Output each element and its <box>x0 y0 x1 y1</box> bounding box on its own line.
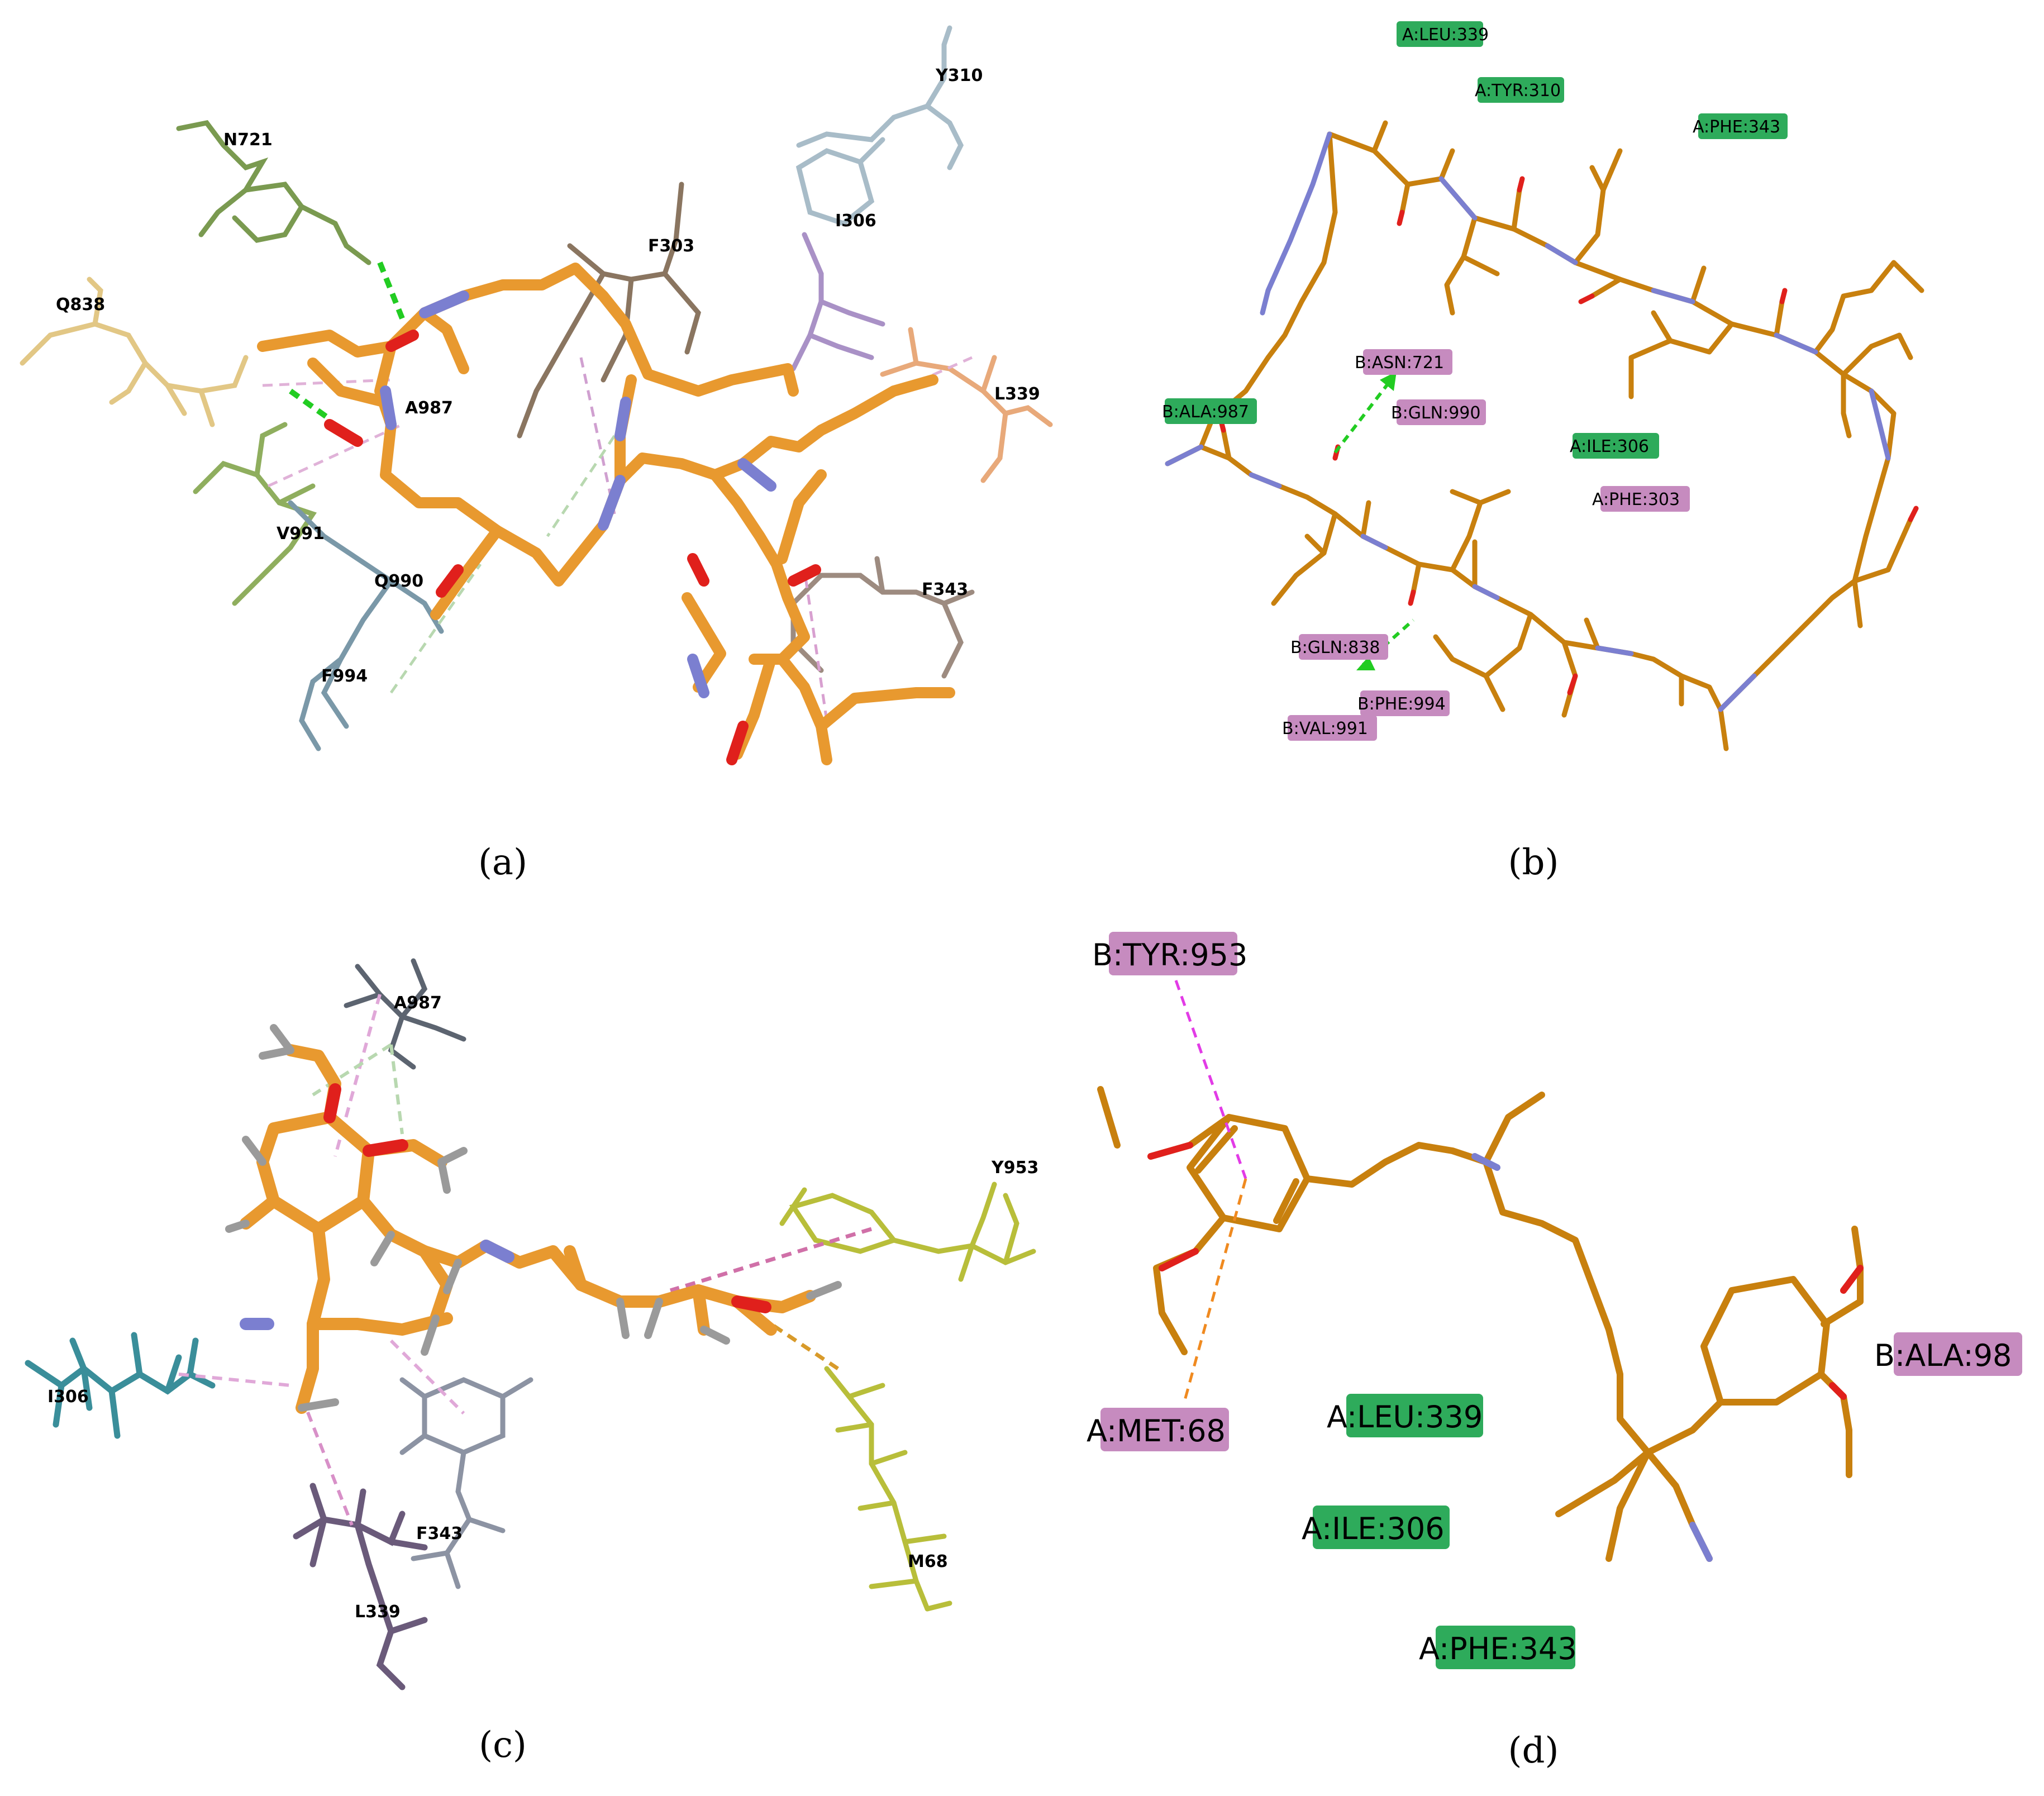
panel-a-label-7: I306 <box>835 211 876 231</box>
residue-f343-stick <box>790 556 975 679</box>
residue-l339-stick-c <box>293 1483 428 1690</box>
residue-i306-stick <box>790 232 885 371</box>
panel-d-tag-4: A:PHE:343 <box>1419 1631 1577 1666</box>
ligand-d-nitrogens <box>1471 1153 1713 1562</box>
panel-b-caption: (b) <box>1508 842 1559 883</box>
panel-c-caption: (c) <box>479 1724 527 1766</box>
ligand-d-oxygens <box>1147 1142 1864 1400</box>
panel-b-tag-8: B:GLN:838 <box>1290 638 1380 658</box>
panel-a-label-6: F303 <box>648 236 694 256</box>
panel-d-caption: (d) <box>1508 1730 1559 1771</box>
residue-y310-stick <box>795 25 964 227</box>
panel-b-tag-1: A:TYR:310 <box>1475 81 1561 101</box>
interaction-dashes-a <box>262 261 973 721</box>
panel-a-label-8: Y310 <box>935 66 983 85</box>
residue-y953-stick-c <box>779 1182 1036 1282</box>
panel-c: A987 Y953 I306 F343 L339 M68 (c) <box>25 958 1038 1766</box>
residue-f343-stick-c <box>399 1377 533 1589</box>
panel-a-label-9: L339 <box>994 384 1040 404</box>
residue-n721-stick <box>176 120 371 265</box>
panel-b-tag-7: A:PHE:303 <box>1592 490 1680 509</box>
panel-c-label-3: F343 <box>416 1524 463 1543</box>
panel-d-tag-5: B:ALA:98 <box>1874 1338 2012 1373</box>
panel-a-label-0: N721 <box>223 130 273 150</box>
panel-d-tag-0: B:TYR:953 <box>1092 937 1247 973</box>
panel-a-label-5: F994 <box>321 666 368 686</box>
panel-a-caption: (a) <box>478 842 527 883</box>
residue-q838-stick <box>20 277 249 427</box>
panel-d-tags: B:TYR:953 A:MET:68 A:LEU:339 A:ILE:306 A… <box>1087 932 2022 1669</box>
panel-b-tag-10: B:VAL:991 <box>1282 719 1368 739</box>
panel-d-tag-1: A:MET:68 <box>1087 1413 1226 1449</box>
residue-i306-stick-c <box>25 1332 216 1439</box>
hbond-arrowhead-b-1 <box>1356 656 1375 670</box>
panel-a-label-1: Q838 <box>56 295 105 315</box>
panel-c-label-0: A987 <box>394 993 442 1013</box>
panel-c-label-2: I306 <box>47 1387 89 1407</box>
residue-l339-stick <box>880 327 1053 483</box>
panel-a: N721 Q838 A987 V991 Q990 F994 F303 I306 … <box>20 25 1053 883</box>
ligand-d <box>1097 1086 1864 1562</box>
panel-a-label-3: V991 <box>277 524 325 544</box>
panel-a-label-2: A987 <box>405 398 453 418</box>
residue-m68-stick-c <box>824 1366 952 1612</box>
ligand-b-nitrogens <box>1165 131 1891 712</box>
panel-b-tag-2: A:PHE:343 <box>1693 117 1780 137</box>
panel-b-tag-0: A:LEU:339 <box>1402 25 1489 45</box>
interaction-dashes-c <box>178 994 873 1526</box>
residue-f994-stick <box>288 500 444 751</box>
panel-c-label-5: M68 <box>908 1552 948 1571</box>
panel-b: A:LEU:339 A:TYR:310 A:PHE:343 B:ASN:721 … <box>1162 21 1924 883</box>
ligand-b-backbone <box>1165 120 1924 751</box>
panel-c-label-4: L339 <box>355 1602 401 1622</box>
panel-a-label-4: Q990 <box>374 571 423 591</box>
panel-b-tag-9: B:PHE:994 <box>1357 694 1446 714</box>
residue-v991-stick <box>193 422 317 606</box>
hbond-arrowhead-b-0 <box>1380 371 1397 391</box>
panel-b-tag-6: A:ILE:306 <box>1570 437 1649 456</box>
panel-b-tag-5: B:ALA:987 <box>1162 402 1249 422</box>
ligand-a-oxygens <box>324 330 821 765</box>
panel-b-tag-3: B:ASN:721 <box>1355 353 1444 373</box>
interaction-dashes-d <box>1174 980 1247 1403</box>
ligand-a-nitrogens <box>380 290 776 698</box>
ligand-c-heteroatoms <box>240 1083 771 1330</box>
panel-b-tag-4: B:GLN:990 <box>1391 403 1480 423</box>
panel-c-label-1: Y953 <box>991 1158 1038 1178</box>
panel-d: B:TYR:953 A:MET:68 A:LEU:339 A:ILE:306 A… <box>1087 932 2022 1771</box>
panel-a-label-10: F343 <box>922 580 968 599</box>
panel-d-tag-3: A:ILE:306 <box>1302 1511 1445 1546</box>
panel-b-tags: A:LEU:339 A:TYR:310 A:PHE:343 B:ASN:721 … <box>1162 21 1788 741</box>
panel-d-tag-2: A:LEU:339 <box>1327 1399 1483 1435</box>
ligand-c-hydrogens <box>225 1024 842 1412</box>
